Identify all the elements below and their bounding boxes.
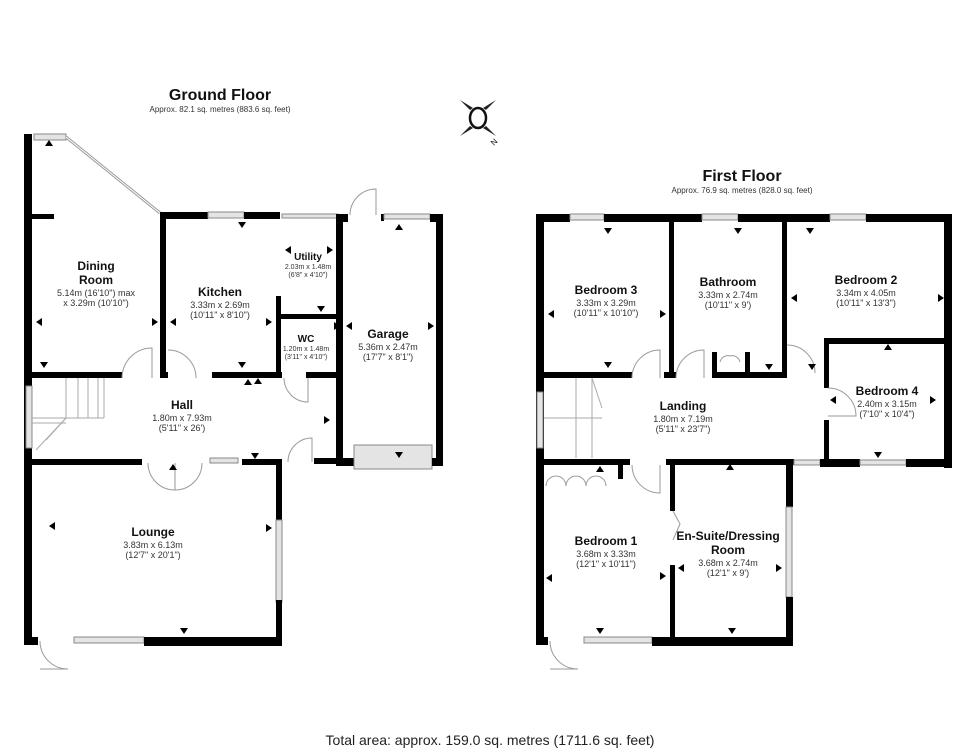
door bbox=[283, 377, 309, 403]
cupboard-door bbox=[719, 355, 741, 363]
room-utility: Utility 2.03m x 1.48m (6'8" x 4'10") bbox=[284, 252, 332, 279]
wall bbox=[160, 212, 208, 219]
room-lounge: Lounge 3.83m x 6.13m (12'7" x 20'1") bbox=[123, 525, 183, 561]
window bbox=[785, 506, 793, 598]
total-area: Total area: approx. 159.0 sq. metres (17… bbox=[325, 732, 655, 748]
room-bedroom-4: Bedroom 4 2.40m x 3.15m (7'10" x 10'4") bbox=[855, 384, 919, 420]
door bbox=[672, 510, 681, 541]
window bbox=[583, 636, 653, 644]
door bbox=[121, 347, 153, 379]
first-floor-title: First Floor bbox=[702, 168, 782, 185]
ground-floor-area: Approx. 82.1 sq. metres (883.6 sq. feet) bbox=[149, 105, 291, 115]
window bbox=[793, 459, 821, 466]
garage-door bbox=[353, 444, 433, 470]
door bbox=[631, 464, 661, 494]
window bbox=[829, 213, 867, 221]
wall bbox=[32, 214, 54, 219]
window bbox=[383, 213, 431, 220]
door bbox=[786, 344, 816, 374]
room-bathroom: Bathroom 3.33m x 2.74m (10'11" x 9') bbox=[698, 275, 758, 311]
window bbox=[281, 213, 339, 219]
room-bedroom-3: Bedroom 3 3.33m x 3.29m (10'11" x 10'10"… bbox=[573, 283, 639, 319]
ground-floor-heading: Ground Floor Approx. 82.1 sq. metres (88… bbox=[150, 87, 291, 115]
room-bedroom-1: Bedroom 1 3.68m x 3.33m (12'1" x 10'11") bbox=[574, 534, 638, 570]
room-wc: WC 1.20m x 1.48m (3'11" x 4'10") bbox=[282, 334, 330, 361]
window bbox=[73, 636, 145, 644]
room-landing: Landing 1.80m x 7.19m (5'11" x 23'7") bbox=[653, 399, 713, 435]
door bbox=[631, 349, 661, 379]
north-label: N bbox=[489, 137, 500, 148]
window bbox=[209, 457, 239, 464]
door bbox=[147, 462, 176, 491]
room-garage: Garage 5.36m x 2.47m (17'7" x 8'1") bbox=[358, 327, 418, 363]
ground-floor-plan bbox=[24, 133, 443, 670]
wall bbox=[160, 212, 166, 378]
compass-icon bbox=[460, 100, 496, 136]
door bbox=[287, 437, 313, 463]
wall bbox=[436, 214, 443, 466]
window bbox=[569, 213, 605, 221]
window bbox=[207, 211, 245, 219]
staircase bbox=[544, 377, 603, 458]
door bbox=[39, 640, 69, 670]
window bbox=[33, 133, 67, 141]
first-floor-heading: First Floor Approx. 76.9 sq. metres (828… bbox=[672, 168, 813, 196]
staircase bbox=[32, 378, 105, 451]
first-floor-plan bbox=[536, 213, 952, 670]
door bbox=[827, 387, 857, 417]
door bbox=[675, 349, 705, 379]
wall bbox=[276, 314, 340, 319]
door bbox=[167, 349, 197, 379]
wall bbox=[244, 212, 280, 219]
wall bbox=[32, 372, 122, 378]
wall bbox=[32, 459, 142, 465]
window bbox=[275, 519, 283, 603]
room-bedroom-2: Bedroom 2 3.34m x 4.05m (10'11" x 13'3") bbox=[834, 273, 898, 309]
measurement-arrows bbox=[36, 140, 944, 634]
window bbox=[859, 459, 907, 466]
window bbox=[25, 385, 33, 449]
room-en-suite-dressing-room: En-Suite/Dressing Room 3.68m x 2.74m (12… bbox=[676, 529, 780, 578]
first-floor-area: Approx. 76.9 sq. metres (828.0 sq. feet) bbox=[671, 186, 813, 196]
room-kitchen: Kitchen 3.33m x 2.69m (10'11" x 8'10") bbox=[190, 285, 250, 321]
window bbox=[701, 213, 739, 221]
wall bbox=[336, 214, 343, 464]
room-dining-room: Dining Room 5.14m (16'10") max x 3.29m (… bbox=[57, 259, 135, 308]
ground-floor-title: Ground Floor bbox=[168, 87, 272, 104]
wall bbox=[276, 296, 281, 378]
wardrobe-doors bbox=[545, 475, 607, 487]
wall bbox=[212, 372, 282, 378]
room-hall: Hall 1.80m x 7.93m (5'11" x 26') bbox=[152, 398, 212, 434]
garage-side-door bbox=[349, 188, 377, 216]
door bbox=[549, 640, 579, 670]
door bbox=[174, 462, 203, 491]
window bbox=[536, 391, 544, 449]
